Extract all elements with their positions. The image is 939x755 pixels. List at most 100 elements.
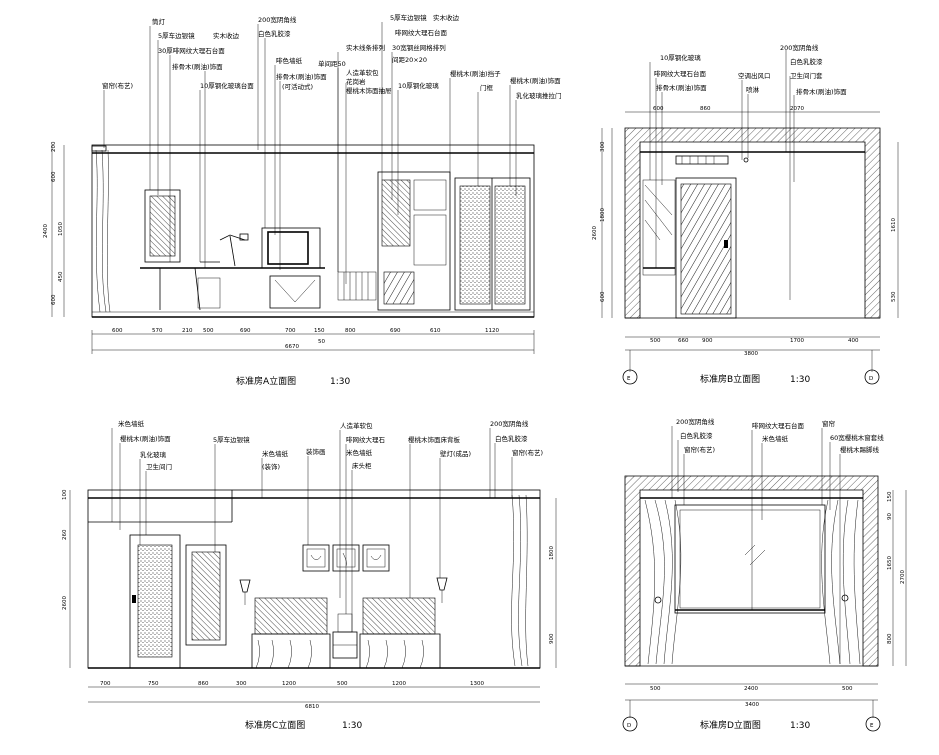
c-label-7: 装饰画: [306, 447, 326, 456]
a-dim-total-0: 6670: [285, 344, 299, 350]
a-label-21: 间距20×20: [392, 56, 427, 64]
c-leaders: [111, 428, 513, 632]
c-dim-l1: 260: [62, 529, 68, 540]
elevation-a: 筒灯 5厚车边银镜 实木收边 30厚啡网纹大理石台面 排骨木(刷油)饰面 10厚…: [43, 13, 562, 387]
c-title: 标准房C立面图: [245, 719, 305, 731]
c-scale: 1:30: [342, 721, 362, 731]
a-dim-b10: 1120: [485, 328, 499, 334]
b-label-0: 10厚钢化玻璃: [660, 53, 701, 62]
c-bed-right: [359, 597, 441, 669]
d-label-5: 窗帘: [822, 419, 836, 428]
d-axis-right-bubble: [865, 716, 881, 732]
a-dim-b7: 800: [345, 328, 356, 334]
c-dim-b3: 300: [236, 681, 247, 687]
b-label-2: 排骨木(刷油)饰面: [656, 83, 707, 92]
b-axis-left: E: [627, 376, 631, 382]
b-sprinkler: [743, 157, 749, 163]
a-label-22: 10厚钢化玻璃: [398, 81, 439, 90]
d-title: 标准房D立面图: [700, 719, 761, 731]
b-dimensions: [601, 111, 899, 372]
a-label-15: 花岗岩: [346, 77, 366, 86]
d-scale: 1:30: [790, 721, 810, 731]
b-label-3: 空调出风口: [738, 71, 771, 80]
a-dim-b5: 700: [285, 328, 296, 334]
b-dim-l1: 1800: [600, 208, 606, 222]
a-radiator: [337, 271, 377, 301]
c-dim-total: 6810: [305, 704, 319, 710]
c-label-8: 人造革软包: [340, 421, 373, 430]
c-label-0: 米色墙纸: [118, 419, 145, 428]
a-label-14: 人造革软包: [346, 68, 379, 77]
d-dim-r2: 1650: [887, 556, 893, 570]
a-dim-b2: 210: [182, 328, 193, 334]
a-tv: [261, 227, 321, 269]
c-label-13: 壁灯(成品): [440, 449, 471, 458]
d-dim-r4: 800: [887, 633, 893, 644]
elevation-b: 10厚钢化玻璃 啡网纹大理石台面 排骨木(刷油)饰面 空调出风口 喷淋 200宽…: [592, 43, 899, 385]
b-dim-b4: 400: [848, 338, 859, 344]
a-dim-b1: 570: [152, 328, 163, 334]
a-label-23: 樱桃木(刷油)挡子: [450, 69, 501, 78]
b-title: 标准房B立面图: [700, 373, 760, 385]
c-label-2: 乳化玻璃: [140, 450, 167, 459]
b-dim-r1: 530: [891, 291, 897, 302]
a-dim-total-1: 50: [318, 339, 325, 345]
c-dim-b2: 860: [198, 681, 209, 687]
a-dim-b6: 150: [314, 328, 325, 334]
a-label-9: 啡色墙纸: [276, 56, 303, 65]
a-mirror-frame: [144, 189, 181, 263]
d-axis-right: E: [870, 723, 874, 729]
a-curtain: [91, 145, 111, 313]
b-dim-l3: 600: [600, 291, 606, 302]
c-dim-b1: 750: [148, 681, 159, 687]
c-label-11: 床头柜: [352, 461, 372, 470]
b-dim-t1: 860: [700, 106, 711, 112]
b-leaders: [649, 50, 795, 300]
a-label-4: 排骨木(刷油)饰面: [172, 62, 223, 71]
c-dimensions: [69, 490, 557, 703]
a-bar-cabinet: [377, 171, 451, 311]
a-dim-b3: 500: [203, 328, 214, 334]
c-bathroom-door: [129, 534, 181, 669]
c-label-12: 樱桃木饰面床背板: [408, 435, 461, 444]
c-dim-l0: 100: [62, 489, 68, 500]
b-dim-b2: 900: [702, 338, 713, 344]
a-dim-l1: 600: [51, 171, 57, 182]
b-axis-right: D: [869, 376, 873, 382]
c-label-3: 卫生间门: [146, 462, 172, 471]
b-label-1: 啡网纹大理石台面: [654, 69, 707, 78]
a-label-0: 筒灯: [152, 17, 166, 26]
a-dim-l5: 600: [51, 294, 57, 305]
d-axis-left: D: [627, 723, 631, 729]
b-wall-section: [624, 127, 881, 319]
a-dim-b8: 690: [390, 328, 401, 334]
c-dim-b6: 1200: [392, 681, 406, 687]
c-paintings: [302, 544, 390, 572]
a-label-2: 实木收边: [213, 31, 240, 40]
a-label-16: 樱桃木饰面抽屉: [346, 86, 392, 95]
c-dim-b5: 500: [337, 681, 348, 687]
a-label-12: 实木线条排列: [346, 43, 385, 52]
c-label-6: (装饰): [262, 462, 280, 471]
d-axis-left-bubble: [622, 716, 638, 732]
b-dim-l2: 2600: [592, 226, 598, 240]
a-mirror: [149, 195, 176, 257]
d-dim-r3: 2700: [900, 570, 906, 584]
b-label-6: 白色乳胶漆: [790, 57, 823, 66]
c-label-15: 白色乳胶漆: [495, 434, 528, 443]
c-dim-r1: 900: [549, 633, 555, 644]
d-curtain-right: [821, 499, 861, 665]
a-dim-b9: 610: [430, 328, 441, 334]
a-label-11: (可活动式): [282, 82, 313, 91]
a-label-18: 实木收边: [433, 13, 460, 22]
a-wardrobe: [454, 177, 531, 311]
a-title: 标准房A立面图: [236, 375, 296, 387]
a-tv-cabinet: [269, 275, 321, 309]
a-label-8: 白色乳胶漆: [258, 29, 291, 38]
c-label-16: 窗帘(布艺): [512, 448, 543, 457]
a-leaders: [103, 22, 517, 284]
a-dim-b4: 690: [240, 328, 251, 334]
d-label-7: 樱桃木踢脚线: [840, 445, 880, 454]
c-label-14: 200宽阴角线: [490, 419, 529, 428]
